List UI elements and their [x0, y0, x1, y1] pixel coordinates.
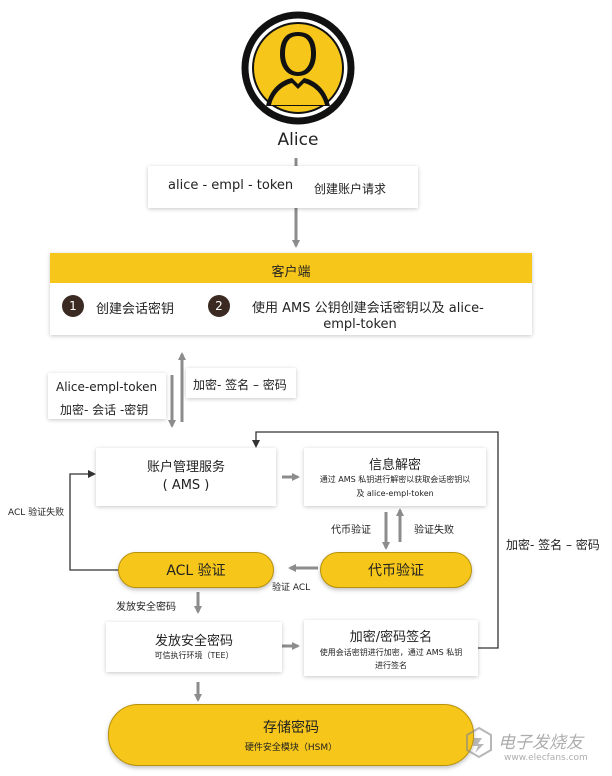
token-verify-label: 代币验证	[331, 525, 371, 536]
client-header	[50, 253, 532, 283]
arrow-acl-fail-loop	[69, 470, 118, 571]
alice-avatar	[240, 10, 356, 126]
elecfans-logo-icon	[466, 726, 492, 759]
storage-title: 存储密码	[263, 720, 319, 736]
encrypt-sign-label-top: 加密- 签名 – 密码	[193, 378, 287, 392]
decrypt-box	[304, 448, 486, 506]
alice-name: Alice	[277, 130, 319, 150]
storage-pill: 存储密码 硬件安全模块（HSM）	[108, 704, 474, 766]
ams-title: 账户管理服务	[146, 460, 225, 475]
request-token-label: alice - empl - token	[168, 178, 294, 193]
token-verify-pill: 代币验证	[320, 552, 472, 588]
session-key-line2: 加密- 会话 -密钥	[60, 403, 149, 417]
user-avatar-icon	[241, 11, 355, 125]
acl-verify-text: ACL 验证	[166, 563, 226, 579]
step-2-line1: 使用 AMS 公钥创建会话密钥以及 alice-	[252, 301, 484, 316]
issue-subtitle: 可信执行环境（TEE）	[154, 651, 234, 660]
issue-arrow-label: 发放安全密码	[116, 602, 176, 613]
ams-subtitle: ( AMS )	[162, 478, 210, 493]
verify-fail-label: 验证失败	[414, 525, 454, 536]
session-key-box	[48, 373, 166, 419]
request-box	[148, 166, 418, 208]
acl-fail-label: ACL 验证失败	[8, 508, 65, 518]
arrow-encsign-return	[252, 431, 499, 649]
decrypt-desc1: 通过 AMS 私钥进行解密以获取会话密钥以	[319, 475, 471, 484]
step-2-line2: empl-token	[323, 317, 397, 332]
verify-acl-label: 验证 ACL	[272, 583, 311, 593]
acl-verify-pill: ACL 验证	[118, 552, 274, 588]
decrypt-desc2: 及 alice-empl-token	[356, 489, 434, 498]
step-2-badge: 2	[208, 295, 230, 317]
request-action-label: 创建账户请求	[314, 182, 387, 196]
watermark-url: www.elecfans.com	[504, 753, 588, 763]
step-1-badge: 1	[62, 295, 84, 317]
watermark-main: 电子发烧友	[498, 733, 583, 753]
issue-title: 发放安全密码	[154, 634, 233, 649]
encrypt-sign-desc2: 进行签名	[375, 661, 407, 670]
session-key-line1: Alice-empl-token	[56, 380, 158, 394]
decrypt-title: 信息解密	[368, 458, 421, 473]
client-title: 客户端	[271, 265, 311, 280]
encrypt-sign-desc1: 使用会话密钥进行加密，通过 AMS 私钥	[319, 648, 463, 657]
ams-box	[96, 448, 276, 506]
encrypt-sign-label-right: 加密- 签名 – 密码	[506, 538, 600, 552]
encrypt-sign-box	[304, 620, 478, 676]
watermark: 电子发烧友 www.elecfans.com	[464, 726, 606, 772]
encrypt-sign-label-box	[186, 368, 296, 398]
token-verify-text: 代币验证	[368, 563, 424, 579]
encrypt-sign-title: 加密/密码签名	[349, 630, 433, 645]
storage-subtitle: 硬件安全模块（HSM）	[244, 743, 338, 753]
issue-box	[106, 622, 282, 672]
step-1-text: 创建会话密钥	[96, 302, 175, 317]
